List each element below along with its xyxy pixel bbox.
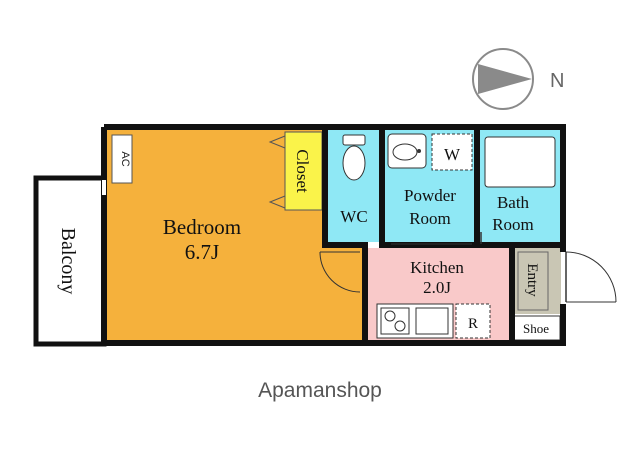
brand-watermark: Apamanshop bbox=[258, 379, 382, 402]
ac-label: AC bbox=[119, 151, 131, 166]
burner-icon bbox=[384, 310, 396, 322]
closet-door-bottom-icon bbox=[268, 195, 286, 209]
powder-label-line1: Powder bbox=[404, 186, 456, 205]
entry-floor bbox=[517, 251, 549, 311]
bedroom-size: 6.7J bbox=[185, 240, 219, 264]
fridge-space bbox=[455, 303, 491, 339]
faucet-icon bbox=[417, 149, 421, 153]
kitchen-sink-icon bbox=[415, 307, 449, 335]
front-door-swing-icon bbox=[565, 251, 617, 303]
washer-label: W bbox=[444, 145, 461, 164]
toilet-bowl-icon bbox=[342, 145, 366, 181]
compass-label: N bbox=[550, 70, 564, 92]
fridge-label: R bbox=[468, 316, 478, 332]
compass: N bbox=[472, 48, 564, 110]
balcony-label: Balcony bbox=[57, 228, 79, 295]
bath-label-line1: Bath bbox=[497, 193, 530, 212]
kitchen-size: 2.0J bbox=[423, 278, 451, 297]
bedroom-door-swing-icon bbox=[319, 251, 361, 293]
kitchen-label: Kitchen bbox=[410, 258, 464, 277]
entry-label: Entry bbox=[524, 263, 540, 297]
bedroom-label: Bedroom bbox=[163, 215, 241, 239]
compass-arrow-icon bbox=[478, 64, 532, 94]
walls bbox=[101, 124, 566, 346]
balcony bbox=[33, 175, 107, 347]
bath-label-line2: Room bbox=[492, 215, 534, 234]
wc-label: WC bbox=[340, 207, 367, 226]
ac-unit bbox=[111, 134, 133, 184]
shoe-label: Shoe bbox=[523, 321, 549, 336]
closet-label: Closet bbox=[293, 149, 312, 193]
burner-icon bbox=[394, 320, 406, 332]
closet-door-top-icon bbox=[268, 135, 286, 149]
bathtub-icon bbox=[484, 136, 556, 188]
stove bbox=[380, 307, 410, 335]
washer-space bbox=[431, 133, 473, 171]
closet bbox=[284, 131, 323, 211]
sink-icon bbox=[392, 143, 418, 161]
powder-label-line2: Room bbox=[409, 209, 451, 228]
toilet-tank-icon bbox=[342, 134, 366, 146]
